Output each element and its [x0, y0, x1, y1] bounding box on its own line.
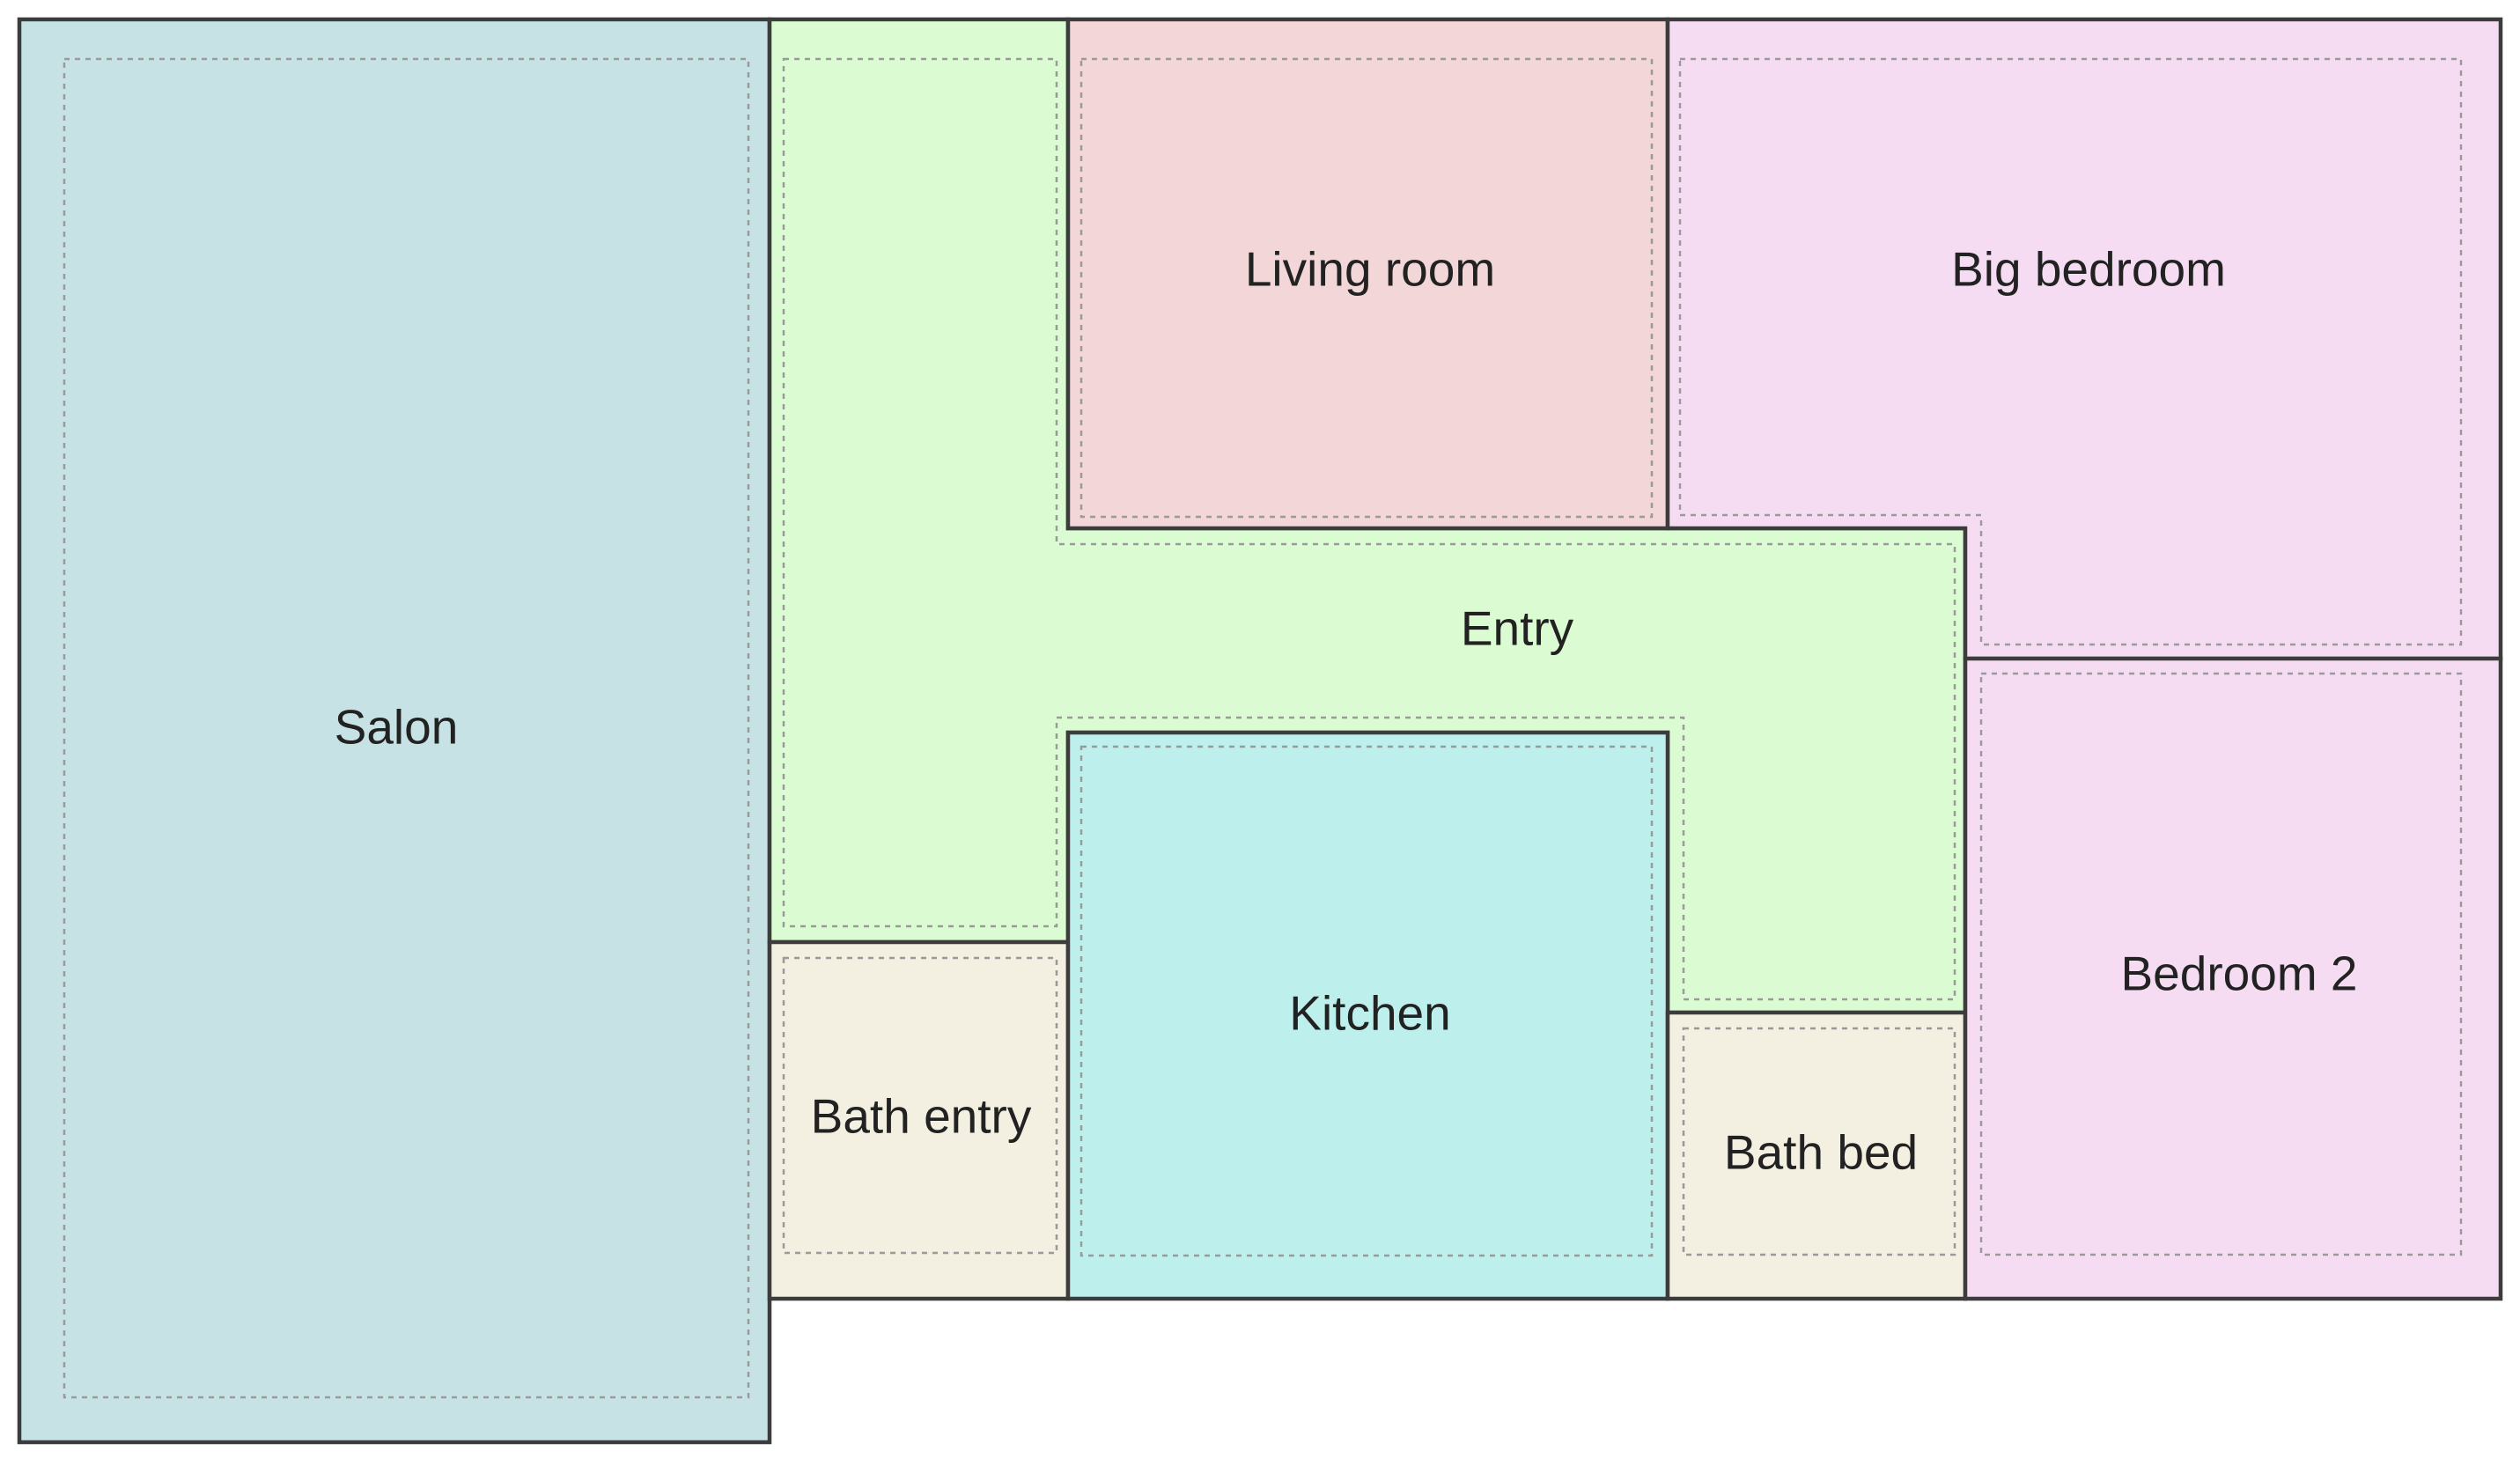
room-label-living-room: Living room [1245, 242, 1495, 297]
room-label-bath-bed: Bath bed [1724, 1125, 1918, 1180]
room-label-bath-entry: Bath entry [811, 1089, 1032, 1144]
room-label-salon: Salon [335, 700, 459, 755]
room-big-bedroom[interactable]: Big bedroom [1665, 17, 2503, 661]
room-entry[interactable]: Entry [767, 17, 1968, 1015]
room-label-bedroom-2: Bedroom 2 [2120, 947, 2357, 1001]
room-kitchen[interactable]: Kitchen [1065, 730, 1670, 1301]
room-label-entry: Entry [1461, 601, 1574, 656]
room-bath-bed[interactable]: Bath bed [1665, 1010, 1968, 1301]
room-label-big-bedroom: Big bedroom [1951, 242, 2226, 297]
room-living-room[interactable]: Living room [1065, 17, 1670, 531]
room-salon[interactable]: Salon [17, 17, 772, 1445]
room-label-kitchen: Kitchen [1289, 986, 1450, 1041]
room-bath-entry[interactable]: Bath entry [767, 939, 1071, 1301]
room-bedroom-2[interactable]: Bedroom 2 [1963, 656, 2503, 1301]
